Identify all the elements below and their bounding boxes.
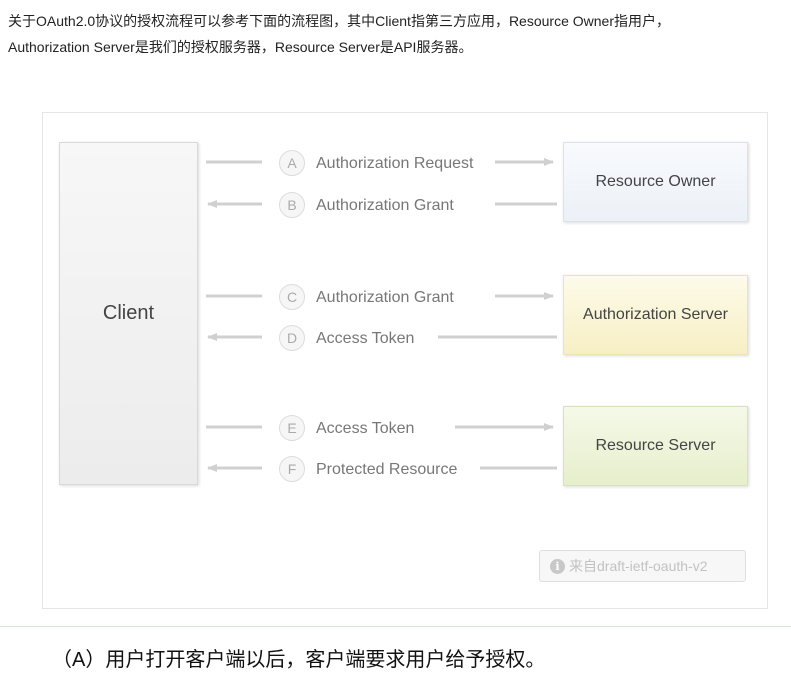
authorization-server-box: Authorization Server	[563, 275, 748, 355]
step-b-label: Authorization Grant	[316, 197, 454, 214]
step-d-letter: D	[279, 325, 305, 351]
authorization-server-label: Authorization Server	[583, 306, 728, 323]
resource-owner-label: Resource Owner	[595, 173, 716, 190]
step-a-letter: A	[279, 150, 305, 176]
step-b-letter: B	[279, 192, 305, 218]
step-e-letter: E	[279, 415, 305, 441]
client-label: Client	[102, 302, 155, 324]
intro-line-2: Authorization Server是我们的授权服务器，Resource S…	[8, 39, 473, 55]
client-box: Client	[59, 142, 198, 485]
source-badge: i 来自draft-ietf-oauth-v2	[539, 550, 746, 582]
source-text: 来自draft-ietf-oauth-v2	[569, 558, 708, 574]
step-f-label: Protected Resource	[316, 461, 458, 478]
step-c-label: Authorization Grant	[316, 289, 454, 306]
step-f-letter: F	[279, 456, 305, 482]
resource-server-label: Resource Server	[595, 437, 716, 454]
resource-server-box: Resource Server	[563, 406, 748, 486]
section-divider	[0, 626, 791, 627]
step-d-label: Access Token	[316, 330, 415, 347]
intro-text: 关于OAuth2.0协议的授权流程可以参考下面的流程图，其中Client指第三方…	[8, 8, 783, 60]
step-c-letter: C	[279, 284, 305, 310]
step-a-label: Authorization Request	[316, 155, 474, 172]
step-e-label: Access Token	[316, 420, 415, 437]
step-a-caption: （A）用户打开客户端以后，客户端要求用户给予授权。	[52, 649, 546, 671]
resource-owner-box: Resource Owner	[563, 142, 748, 222]
intro-line-1: 关于OAuth2.0协议的授权流程可以参考下面的流程图，其中Client指第三方…	[8, 13, 670, 29]
info-icon: i	[550, 558, 565, 574]
